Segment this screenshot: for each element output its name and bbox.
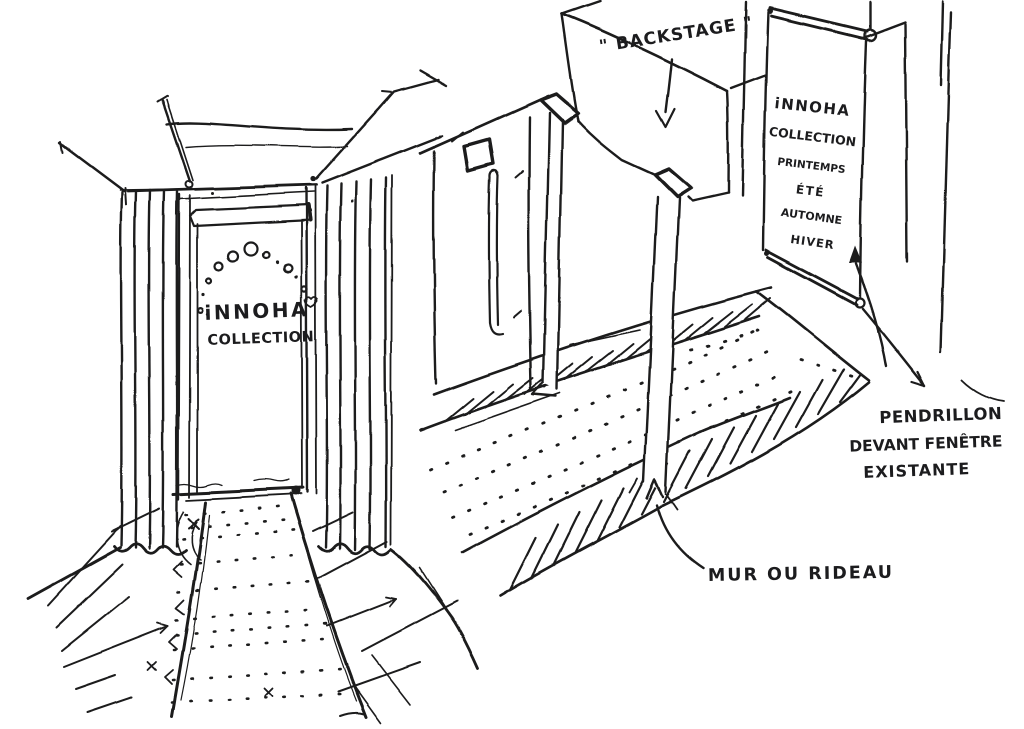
banner-pendrillon — [761, 0, 877, 309]
pendrillon-line-2: DEVANT FENÊTRE — [849, 431, 1003, 455]
wall-annotation: MUR OU RIDEAU — [708, 563, 894, 586]
left-scene-carpet — [147, 492, 368, 718]
left-scene-floor-right — [312, 511, 480, 723]
left-scene-curtain-right — [317, 175, 393, 556]
walkway-hatch — [444, 297, 772, 431]
banner-line-6: HIVER — [790, 232, 836, 252]
left-scene-curtain-left — [112, 188, 187, 557]
left-scene-floor-left — [26, 508, 185, 713]
pendrillon-line-3: EXISTANTE — [863, 459, 971, 482]
right-scene-post-center — [629, 167, 693, 511]
foreground-hatch — [508, 367, 862, 592]
pendrillon-annotation-text: PENDRILLON DEVANT FENÊTRE EXISTANTE — [849, 404, 1003, 482]
pendrillon-line-1: PENDRILLON — [879, 404, 1003, 427]
right-scene-post-left — [531, 92, 580, 398]
door-sign-line2: COLLECTION — [207, 329, 314, 349]
banner-line-4: ÉTÉ — [795, 181, 826, 199]
backstage-arrow — [655, 57, 677, 129]
annotation-pointers — [645, 246, 927, 570]
right-scene-floor — [418, 285, 871, 598]
backstage-label: " BACKSTAGE " — [598, 13, 755, 57]
left-scene-door-sign-dots — [196, 241, 318, 316]
right-scene-glass-door — [432, 115, 533, 390]
left-scene-door-frame — [126, 183, 318, 501]
door-sign-line1: iNNOHA — [204, 297, 309, 325]
labels: iNNOHA COLLECTION " BACKSTAGE " iNNOHA C… — [204, 13, 1003, 586]
left-scene-ceiling — [58, 78, 444, 205]
carpet-stipple-right — [428, 328, 858, 537]
right-scene-walls — [418, 0, 1005, 402]
